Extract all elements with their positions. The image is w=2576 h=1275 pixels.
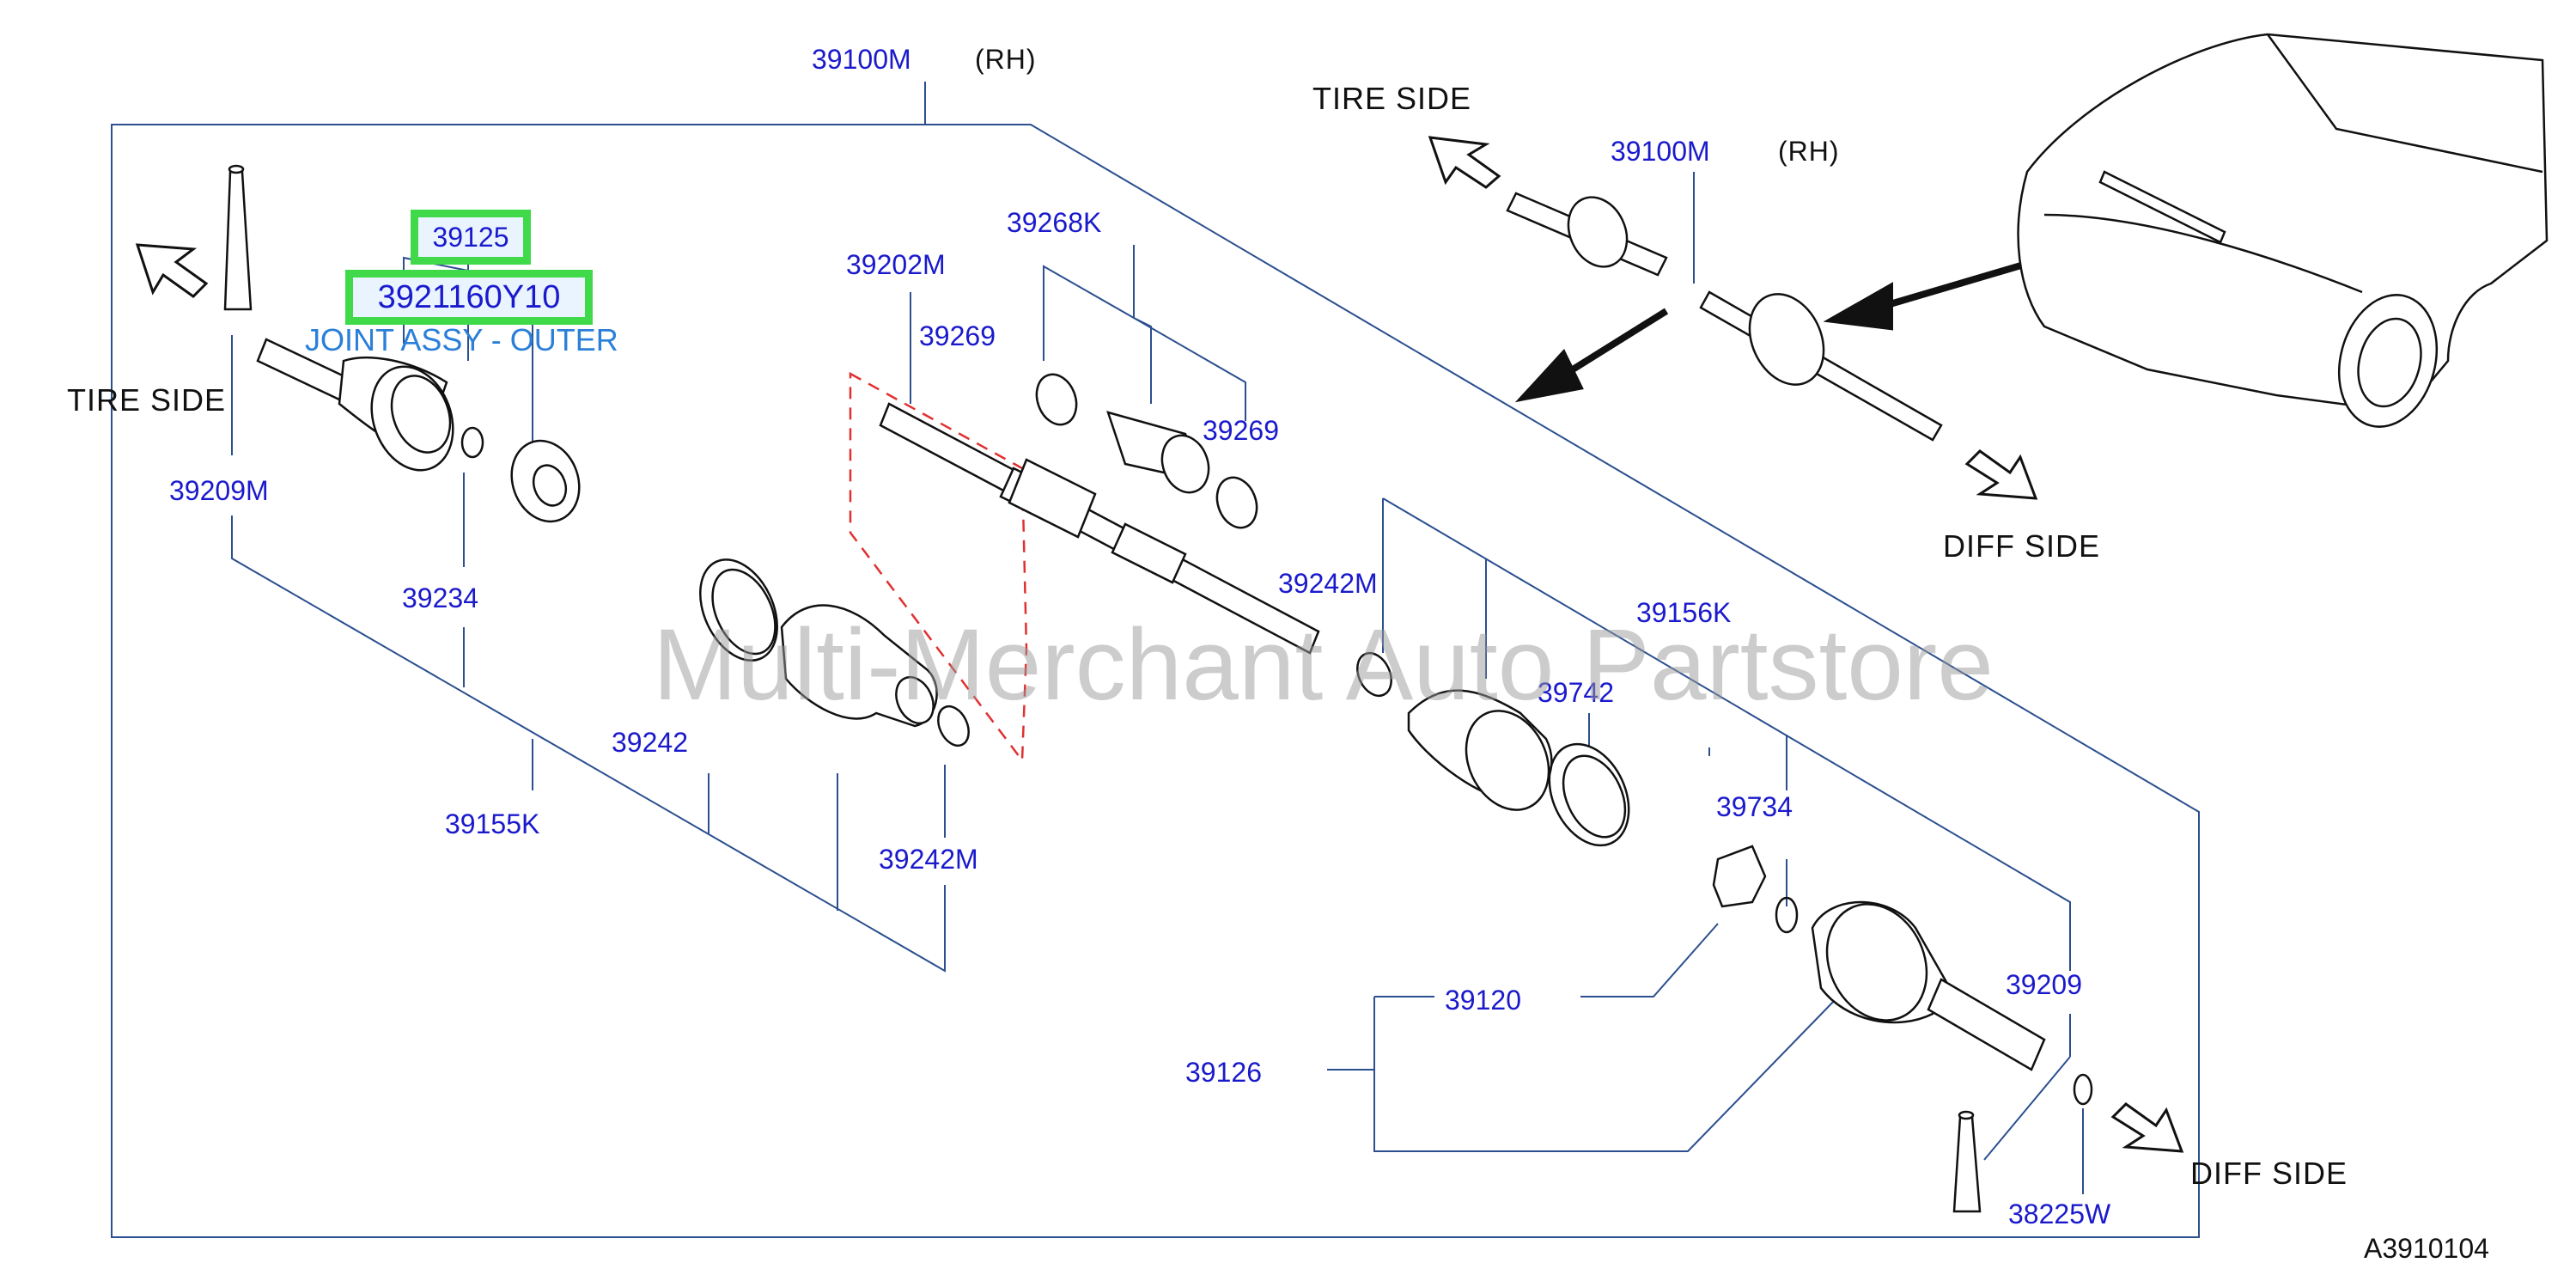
highlight-3921160Y10[interactable]: 3921160Y10	[345, 270, 593, 325]
label-39156K[interactable]: 39156K	[1636, 597, 1732, 628]
boot-band-39242	[699, 558, 778, 662]
spider-assy-39120	[1712, 845, 1767, 908]
snap-ring-39734	[1775, 896, 1799, 934]
inset-pointer-line-b	[1556, 308, 1669, 381]
label-39125: 39125	[432, 221, 509, 253]
label-39742[interactable]: 39742	[1538, 677, 1614, 708]
shaft-collar-2	[1111, 522, 1187, 584]
leader-39126	[1327, 996, 1839, 1152]
label-rh-inset: (RH)	[1778, 136, 1840, 167]
inset-pointer-head-b	[1514, 348, 1584, 403]
inner-housing-cup	[1825, 903, 1928, 1022]
label-39734[interactable]: 39734	[1716, 791, 1793, 822]
inset-outer-boot	[1567, 196, 1629, 268]
main-frame	[111, 124, 2200, 1238]
inset-pointer-head-a	[1823, 282, 1893, 331]
tire-side-arrow-inset	[1428, 136, 1501, 189]
inset-inner-boot	[1748, 293, 1825, 386]
joint-assy-outer-description: JOINT ASSY - OUTER	[305, 322, 618, 357]
car-hood-line	[2043, 213, 2363, 294]
inner-housing-stem	[1927, 978, 2046, 1071]
diff-side-arrow-inset	[1964, 449, 2038, 500]
boot-band-39742	[1548, 742, 1630, 847]
label-39234[interactable]: 39234	[402, 583, 478, 613]
diff-side-arrow-bottom	[2110, 1102, 2184, 1153]
highlight-39125[interactable]: 39125	[411, 210, 531, 265]
damper-clamp-39269-b	[1215, 476, 1258, 529]
label-39269-b[interactable]: 39269	[1203, 415, 1279, 446]
inner-race-hole	[532, 464, 568, 507]
outer-joint-cup-inner	[390, 375, 452, 454]
label-38225W[interactable]: 38225W	[2008, 1199, 2111, 1229]
leader-39120	[1580, 923, 1719, 997]
leader-39209M	[231, 335, 946, 973]
label-tire-side-inset: TIRE SIDE	[1312, 81, 1472, 116]
boot-band-39242-inner	[711, 568, 776, 656]
label-39268K[interactable]: 39268K	[1007, 207, 1102, 238]
label-39155K[interactable]: 39155K	[445, 808, 540, 839]
car-windshield	[2266, 34, 2543, 174]
tire-side-pin	[223, 170, 253, 311]
tire-side-arrow-left	[135, 243, 209, 298]
label-39209M[interactable]: 39209M	[169, 475, 269, 506]
dynamic-damper-end	[1160, 434, 1210, 494]
circlip-38225W	[2073, 1073, 2093, 1106]
label-39242M-a[interactable]: 39242M	[879, 844, 978, 875]
leader-39268K	[1043, 245, 1246, 421]
label-39120[interactable]: 39120	[1445, 985, 1521, 1016]
snap-ring-39234	[460, 426, 484, 459]
shaft-damper	[1008, 458, 1097, 539]
label-39126[interactable]: 39126	[1185, 1057, 1262, 1088]
label-39242M-b[interactable]: 39242M	[1278, 568, 1378, 599]
outer-boot-small-end	[895, 676, 935, 724]
clamp-39242M-b	[1356, 651, 1392, 698]
label-tire-side-left: TIRE SIDE	[67, 382, 227, 418]
inner-boot-large-end	[1465, 710, 1550, 811]
damper-clamp-39269-a	[1035, 373, 1078, 426]
label-39269-a[interactable]: 39269	[919, 320, 996, 351]
label-rh-top: (RH)	[975, 44, 1037, 75]
diagram-code: A3910104	[2364, 1233, 2489, 1264]
car-axle-sketch	[2098, 170, 2226, 244]
watermark: Multi-Merchant Auto Partstore	[653, 608, 1994, 722]
label-diff-side-inset: DIFF SIDE	[1943, 528, 2101, 564]
label-39100M-top[interactable]: 39100M	[812, 44, 911, 75]
boot-band-39742-inner	[1562, 754, 1627, 839]
label-39242[interactable]: 39242	[612, 727, 688, 758]
small-clamp-39242M	[937, 705, 970, 747]
leader-38225W	[1983, 1056, 2084, 1194]
label-39100M-inset[interactable]: 39100M	[1611, 136, 1710, 167]
leader-39156K	[1382, 497, 2071, 971]
label-39209[interactable]: 39209	[2006, 969, 2082, 1000]
label-39202M[interactable]: 39202M	[846, 249, 946, 280]
diff-side-pin-top	[1958, 1110, 1975, 1120]
car-wheel-inner	[2357, 317, 2422, 408]
label-diff-side-bottom: DIFF SIDE	[2190, 1156, 2348, 1191]
tire-side-pin-top	[228, 164, 245, 174]
diff-side-pin	[1952, 1115, 1982, 1213]
label-3921160Y10: 3921160Y10	[377, 278, 561, 315]
